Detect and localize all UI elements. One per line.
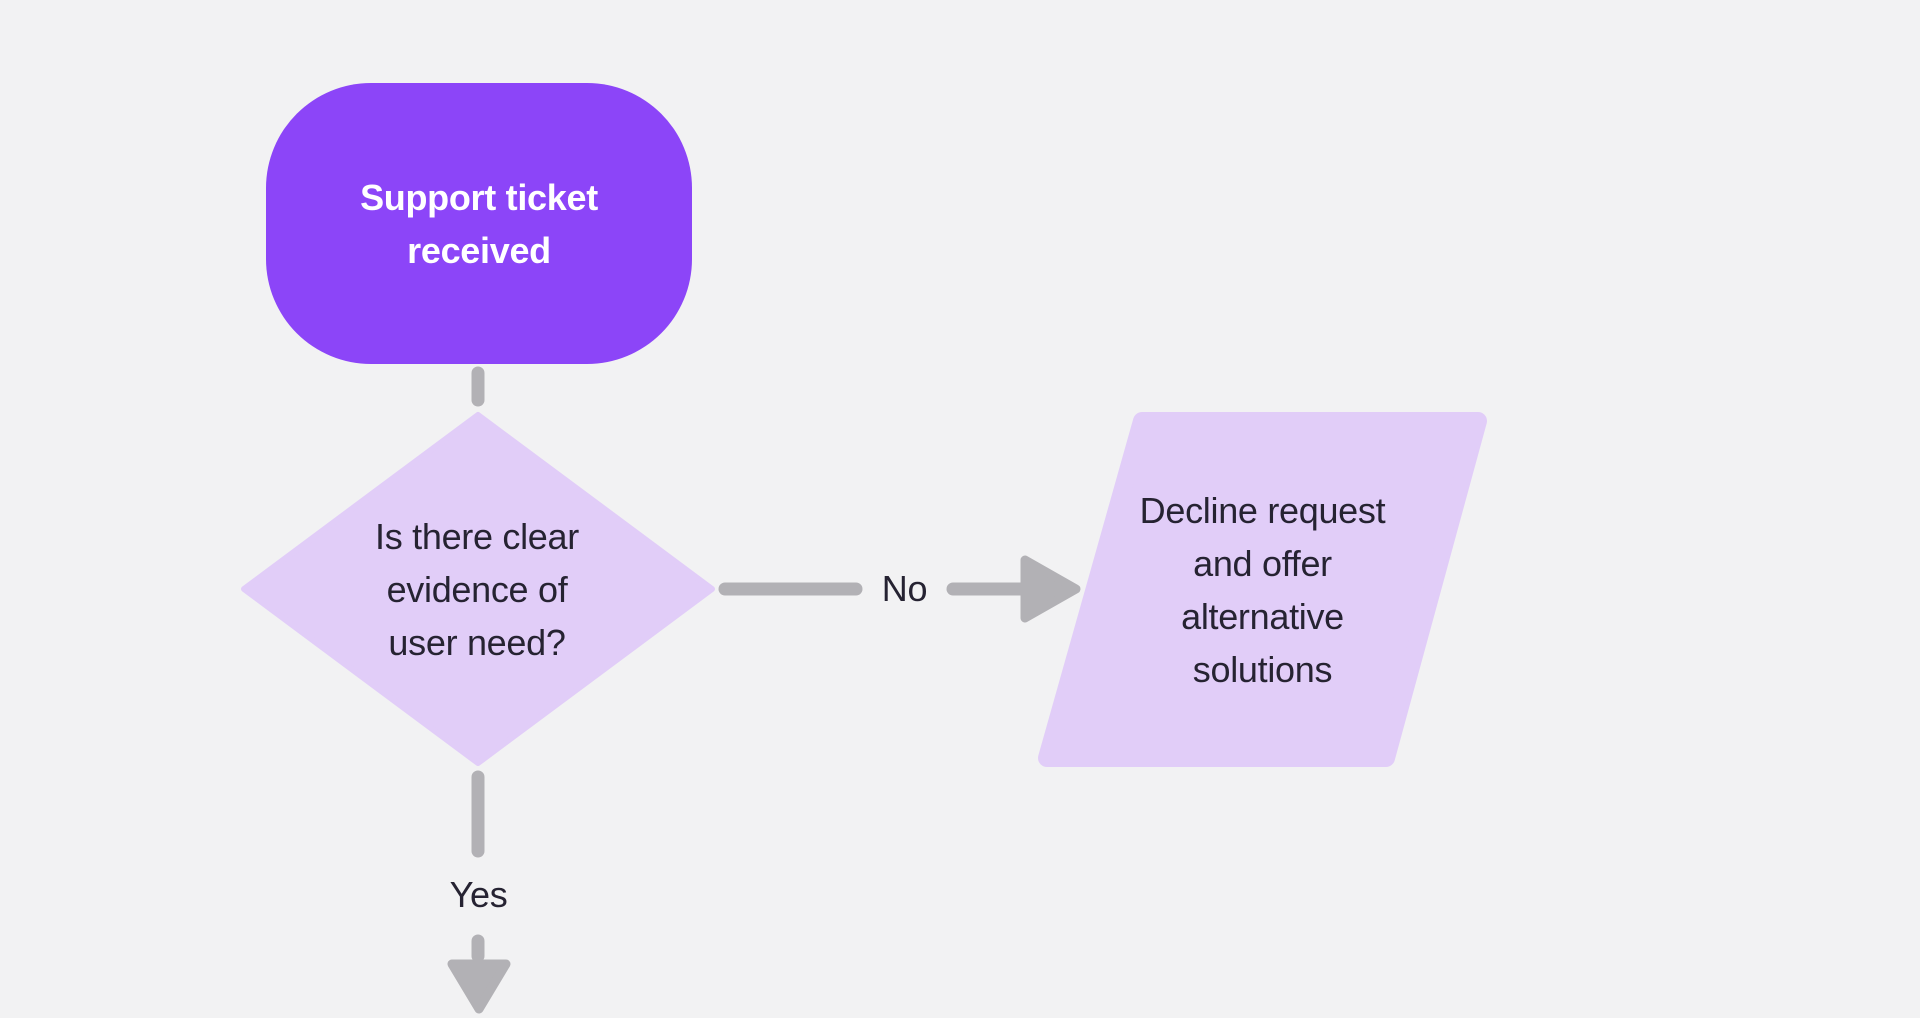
node-decision-label-box: Is there clear evidence of user need? — [238, 412, 716, 766]
node-decline-label: Decline request and offer alternative so… — [1139, 489, 1386, 690]
edge-label-no[interactable]: No — [881, 568, 928, 609]
decision-diamond-shape[interactable] — [241, 412, 715, 766]
arrowhead-down-icon — [447, 959, 511, 1014]
edge-decision-no[interactable] — [718, 555, 1081, 623]
node-decline-label-box: Decline request and offer alternative so… — [1038, 412, 1487, 767]
node-start-terminator[interactable]: Support ticket received — [266, 83, 692, 364]
decline-parallelogram-shape[interactable] — [1038, 412, 1487, 767]
node-decision-label: Is there clear evidence of user need? — [375, 515, 579, 663]
arrowhead-right-icon — [1020, 555, 1081, 623]
edge-decision-yes[interactable] — [447, 770, 511, 1014]
node-start-label: Support ticket received — [360, 176, 598, 271]
edge-label-yes[interactable]: Yes — [449, 874, 508, 915]
